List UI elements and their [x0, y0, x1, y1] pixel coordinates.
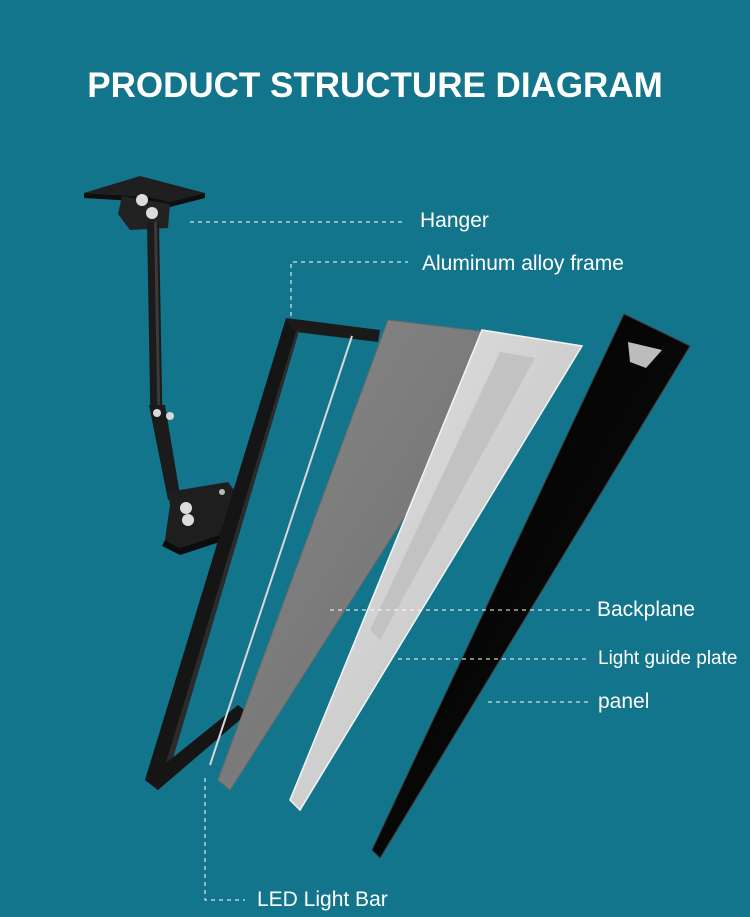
- led-light-bar-strip: [209, 335, 353, 766]
- light-guide-plate: [289, 329, 584, 812]
- diagram-title: PRODUCT STRUCTURE DIAGRAM: [87, 66, 663, 105]
- label-panel: panel: [598, 690, 650, 713]
- aluminum-frame: [145, 318, 380, 790]
- front-panel: [371, 313, 691, 859]
- label-led-light-bar: LED Light Bar: [257, 888, 388, 911]
- label-light-guide-plate: Light guide plate: [598, 648, 738, 669]
- label-aluminum-frame: Aluminum alloy frame: [422, 252, 624, 275]
- hanger-bracket: [84, 176, 240, 555]
- label-backplane: Backplane: [597, 598, 696, 621]
- label-hanger: Hanger: [420, 209, 489, 232]
- leader-lines: [190, 221, 590, 901]
